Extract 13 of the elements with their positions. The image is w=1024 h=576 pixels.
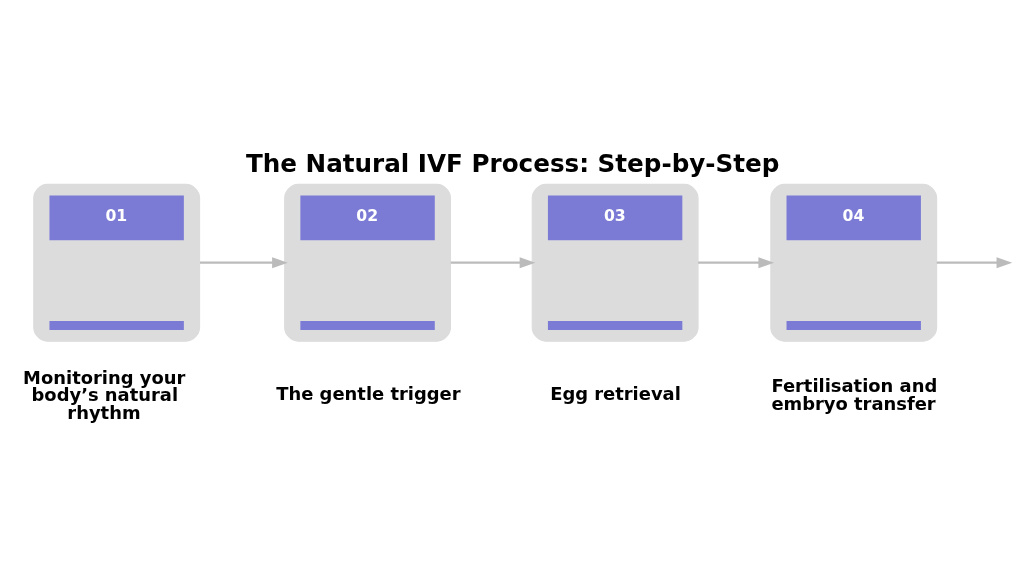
node-box: 02 <box>284 183 452 342</box>
arrow <box>450 256 536 268</box>
node-label: Egg retrieval <box>550 382 681 404</box>
arrow <box>936 256 1013 268</box>
node-box: 01 <box>33 183 201 342</box>
diagram-title: The Natural IVF Process: Step-by-Step <box>245 148 780 178</box>
node-label: Monitoring your body’s natural rhythm <box>23 365 186 423</box>
arrow <box>200 256 288 268</box>
node-box: 04 <box>770 183 938 342</box>
arrow <box>698 256 775 268</box>
node-label: The gentle trigger <box>276 382 461 404</box>
node-label: Fertilisation and embryo transfer <box>771 374 938 414</box>
node-box: 03 <box>531 183 699 342</box>
